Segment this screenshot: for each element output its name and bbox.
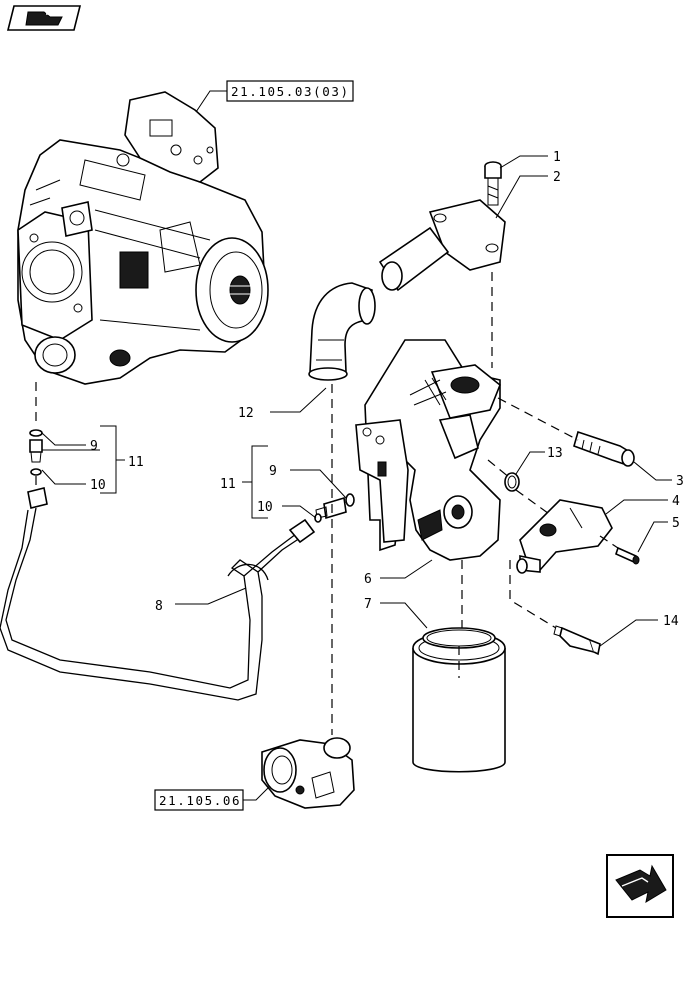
flange-2 xyxy=(378,199,506,292)
reference-text-lower: 21.105.06 xyxy=(159,793,241,808)
book-icon[interactable] xyxy=(6,5,82,31)
svg-text:11: 11 xyxy=(220,477,236,492)
filter-cartridge xyxy=(412,627,506,773)
callout-2: 2 xyxy=(495,170,561,219)
fitting-stack-center xyxy=(314,493,355,523)
hydraulic-pump xyxy=(17,91,269,385)
callout-10-center: 10 xyxy=(257,500,317,519)
callout-8: 8 xyxy=(155,587,247,614)
svg-text:10: 10 xyxy=(90,478,106,493)
callout-7: 7 xyxy=(364,597,428,629)
svg-text:14: 14 xyxy=(663,614,679,629)
callout-13: 13 xyxy=(515,446,563,475)
reference-label-upper[interactable]: 21.105.03(03) xyxy=(191,80,354,119)
svg-text:11: 11 xyxy=(128,455,144,470)
svg-text:8: 8 xyxy=(155,599,163,614)
dashed-connector-block xyxy=(515,489,553,517)
next-page-arrow-icon[interactable] xyxy=(606,854,674,918)
hydraulic-tube xyxy=(0,487,316,701)
svg-text:9: 9 xyxy=(269,464,277,479)
svg-text:3: 3 xyxy=(676,474,684,489)
hose-elbow xyxy=(308,282,376,381)
callout-10-left: 10 xyxy=(41,469,106,493)
lower-valve xyxy=(261,737,355,809)
callout-1: 1 xyxy=(499,150,561,169)
svg-text:13: 13 xyxy=(547,446,563,461)
fitting-stack-left xyxy=(29,429,43,485)
callout-9-left: 9 xyxy=(41,432,98,454)
svg-text:7: 7 xyxy=(364,597,372,612)
reference-text-upper: 21.105.03(03) xyxy=(231,84,350,99)
callout-5: 5 xyxy=(637,516,680,553)
callout-12: 12 xyxy=(238,387,327,421)
callout-4: 4 xyxy=(605,494,680,515)
o-ring-13 xyxy=(504,472,520,492)
dashed-connector-oring xyxy=(487,459,511,479)
dashed-connector-sensor xyxy=(509,560,557,629)
screw-3 xyxy=(573,430,635,467)
reference-label-lower[interactable]: 21.105.06 xyxy=(154,785,271,811)
callout-6: 6 xyxy=(364,559,433,587)
callout-11-center: 11 xyxy=(220,445,268,519)
svg-text:10: 10 xyxy=(257,500,273,515)
screw-5 xyxy=(615,546,640,565)
svg-text:6: 6 xyxy=(364,572,372,587)
callout-11-left: 11 xyxy=(42,425,144,494)
adapter-block-4 xyxy=(516,499,613,574)
filter-head xyxy=(355,339,501,561)
svg-text:4: 4 xyxy=(672,494,680,509)
dashed-connector-screw xyxy=(497,397,579,441)
svg-text:1: 1 xyxy=(553,150,561,165)
svg-text:9: 9 xyxy=(90,439,98,454)
pressure-sensor-14 xyxy=(553,625,601,656)
callout-14: 14 xyxy=(599,614,679,647)
callout-3: 3 xyxy=(633,461,684,489)
svg-text:2: 2 xyxy=(553,170,561,185)
svg-text:5: 5 xyxy=(672,516,680,531)
svg-text:12: 12 xyxy=(238,406,254,421)
screw-1 xyxy=(484,161,502,206)
callout-9-center: 9 xyxy=(269,464,347,499)
